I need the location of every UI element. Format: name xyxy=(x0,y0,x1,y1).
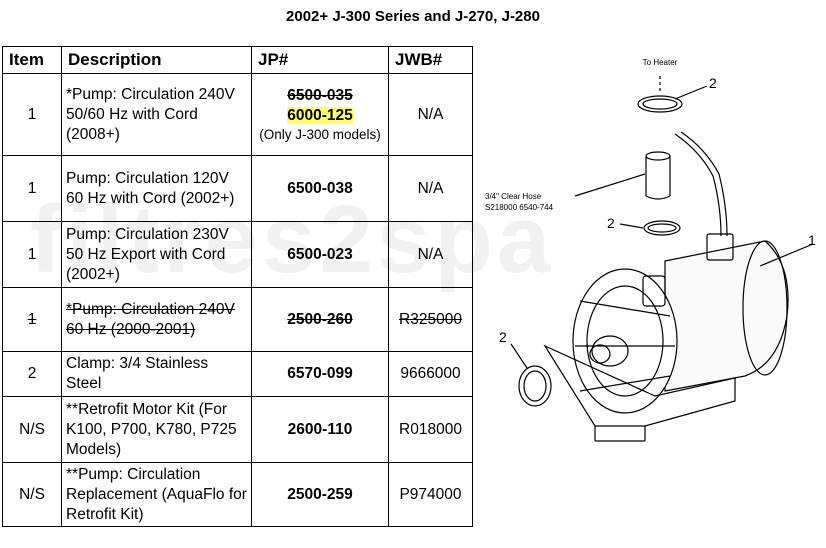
callout-line xyxy=(619,223,644,229)
hose-label: 3/4" Clear Hose xyxy=(485,192,542,201)
cell-description: Pump: Circulation 120V 60 Hz with Cord (… xyxy=(61,155,252,222)
callout-number: 2 xyxy=(709,75,717,91)
cell-description: **Pump: Circulation Replacement (AquaFlo… xyxy=(61,462,252,527)
hose-part-numbers: S218000 6540-744 xyxy=(485,203,554,212)
rib xyxy=(579,375,671,392)
cell-jp: 6500-035 6000-125 (Only J-300 models) xyxy=(251,73,389,156)
header-jwb: JWB# xyxy=(388,46,473,74)
table-row: 1 *Pump: Circulation 240V 60 Hz (2000-20… xyxy=(2,287,473,352)
cell-description: *Pump: Circulation 240V 50/60 Hz with Co… xyxy=(61,73,252,156)
cell-jwb: P974000 xyxy=(388,462,473,527)
cell-jwb: R325000 xyxy=(388,287,473,352)
callout-number: 2 xyxy=(607,215,615,231)
cell-item: 1 xyxy=(2,221,62,288)
jp-old-number: 6500-035 xyxy=(287,87,353,104)
cell-jwb: R018000 xyxy=(388,396,473,463)
inlet-port xyxy=(591,335,629,367)
cell-description: Pump: Circulation 230V 50 Hz Export with… xyxy=(61,221,252,288)
cell-jwb: N/A xyxy=(388,155,473,222)
cell-jwb: N/A xyxy=(388,73,473,156)
pump-diagram: To Heater 3/4" Clear Hose S218000 6540-7… xyxy=(485,58,816,442)
callout-line xyxy=(574,173,646,197)
cell-item: N/S xyxy=(2,396,62,463)
callout-number: 1 xyxy=(808,232,816,248)
cell-item: 1 xyxy=(2,73,62,156)
table-row: 1 Pump: Circulation 120V 60 Hz with Cord… xyxy=(2,155,473,222)
callout-number: 2 xyxy=(499,329,507,345)
table-row: 1 *Pump: Circulation 240V 50/60 Hz with … xyxy=(2,73,473,156)
cell-item: N/S xyxy=(2,462,62,527)
header-description: Description xyxy=(61,46,252,74)
hose-bottom xyxy=(645,195,671,200)
header-jp: JP# xyxy=(251,46,389,74)
cell-item: 1 xyxy=(2,155,62,222)
pump-volute-inner xyxy=(586,285,664,397)
motor-end-cap xyxy=(742,240,788,376)
cell-jwb: 9666000 xyxy=(388,351,473,397)
cell-item: 1 xyxy=(2,287,62,352)
callout-line xyxy=(759,243,814,267)
cell-jwb: N/A xyxy=(388,221,473,288)
header-item: Item xyxy=(2,46,62,74)
hose-top xyxy=(645,151,671,161)
clamp-ring-middle-inner xyxy=(647,223,677,233)
cord-fitting xyxy=(706,233,734,261)
cell-description: **Retrofit Motor Kit (For K100, P700, K7… xyxy=(61,396,252,463)
callout-line xyxy=(674,85,708,100)
clamp-ring-top xyxy=(637,95,683,113)
cell-jp: 6500-038 xyxy=(251,155,389,222)
jp-new-number: 6000-125 xyxy=(287,107,353,124)
cell-jp: 2600-110 xyxy=(251,396,389,463)
parts-table: Item Description JP# JWB# 1 *Pump: Circu… xyxy=(2,46,473,527)
clamp-ring-bottom-inner xyxy=(523,370,547,402)
callout-line xyxy=(510,343,528,369)
clamp-ring-top-inner xyxy=(642,98,678,110)
motor-body xyxy=(664,240,789,392)
table-row: N/S **Pump: Circulation Replacement (Aqu… xyxy=(2,462,473,527)
pump-volute xyxy=(572,268,678,414)
cell-jp: 2500-260 xyxy=(251,287,389,352)
cell-item: 2 xyxy=(2,351,62,397)
table-row: N/S **Retrofit Motor Kit (For K100, P700… xyxy=(2,396,473,463)
power-cord xyxy=(674,133,722,237)
cell-jp: 6500-023 xyxy=(251,221,389,288)
jp-note: (Only J-300 models) xyxy=(259,127,381,142)
table-header-row: Item Description JP# JWB# xyxy=(2,46,473,74)
table-row: 1 Pump: Circulation 230V 50 Hz Export wi… xyxy=(2,221,473,288)
inlet-opening xyxy=(589,344,611,364)
cell-description: *Pump: Circulation 240V 60 Hz (2000-2001… xyxy=(61,287,252,352)
to-heater-label: To Heater xyxy=(643,58,678,67)
power-cord-edge xyxy=(680,131,728,237)
outlet-port xyxy=(642,275,666,307)
clamp-ring-middle xyxy=(643,220,681,236)
cell-jp: 6570-099 xyxy=(251,351,389,397)
cell-jp: 2500-259 xyxy=(251,462,389,527)
cell-description: Clamp: 3/4 Stainless Steel xyxy=(61,351,252,397)
rib xyxy=(579,300,671,317)
table-row: 2 Clamp: 3/4 Stainless Steel 6570-099 96… xyxy=(2,351,473,397)
page-title: 2002+ J-300 Series and J-270, J-280 xyxy=(286,8,540,25)
clamp-ring-bottom xyxy=(518,365,552,407)
